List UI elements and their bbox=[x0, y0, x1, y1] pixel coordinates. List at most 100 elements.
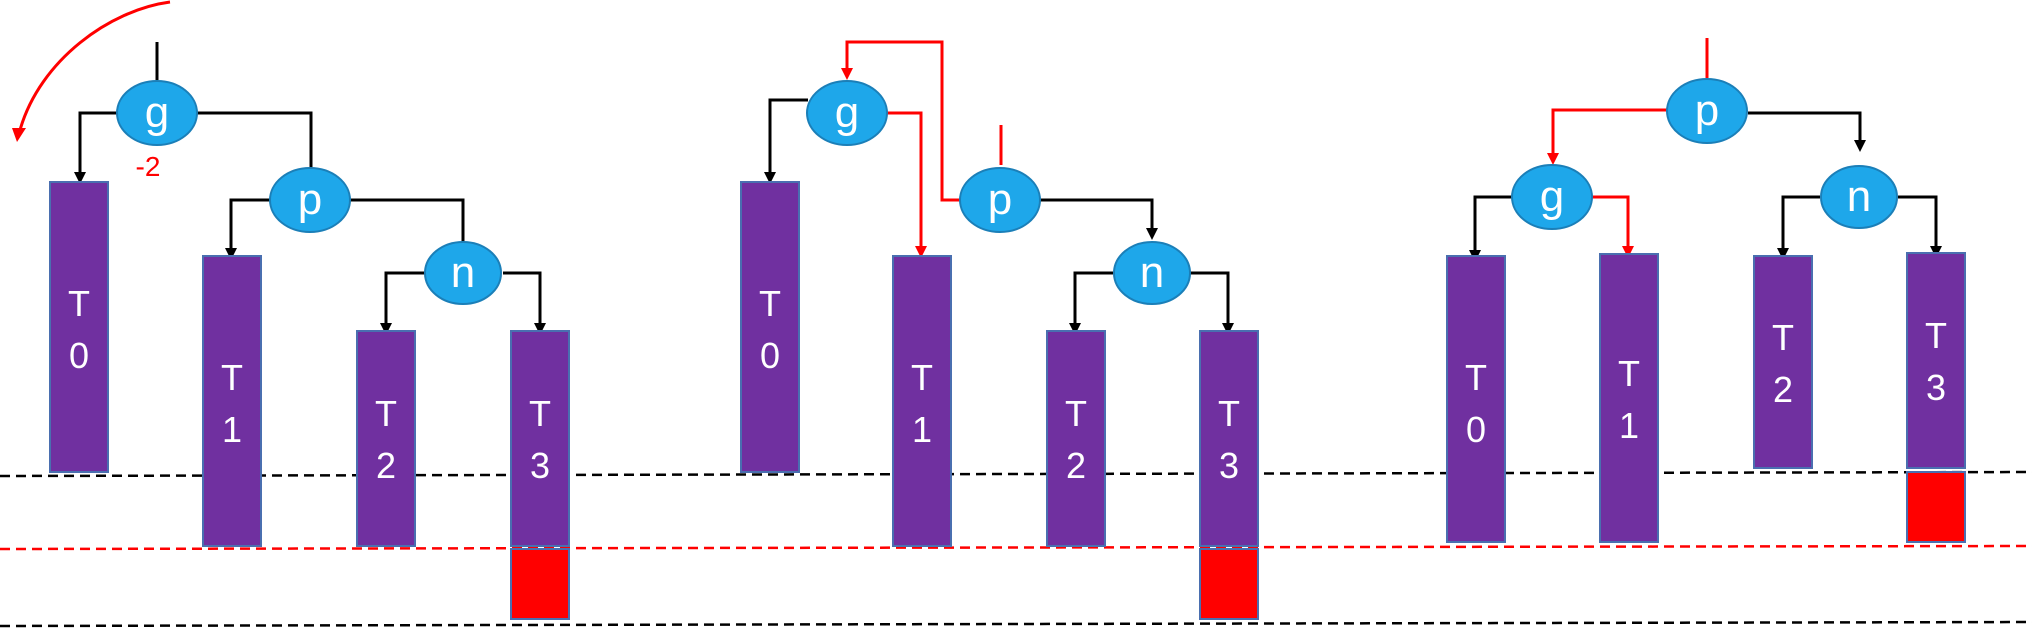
panel-3-arrowheads-red bbox=[1547, 153, 1634, 258]
svg-text:T: T bbox=[375, 393, 397, 434]
rotation-arrow bbox=[18, 0, 171, 131]
panel-2: T 0 T 1 T 2 T 3 g p n bbox=[740, 40, 1259, 620]
edge-p-t1 bbox=[229, 198, 270, 252]
edge-n-t3 bbox=[503, 271, 542, 327]
level-line-bottom bbox=[0, 620, 2032, 628]
svg-text:3: 3 bbox=[1219, 445, 1239, 486]
panel-1: T 0 T 1 T 2 T 3 g p n bbox=[12, 0, 570, 620]
arrowhead bbox=[1146, 228, 1158, 240]
svg-text:p: p bbox=[298, 175, 322, 224]
arrowhead bbox=[1069, 323, 1081, 335]
edge-n-t3 bbox=[1190, 271, 1230, 327]
balance-factor-label: -2 bbox=[136, 151, 161, 182]
subtree-t0: T 0 bbox=[49, 181, 109, 473]
node-p: p bbox=[269, 167, 351, 233]
panel-3: T 0 T 1 T 2 T 3 p g n bbox=[1446, 38, 1966, 543]
svg-text:3: 3 bbox=[530, 445, 550, 486]
subtree-t2: T 2 bbox=[356, 330, 416, 547]
node-n: n bbox=[1113, 241, 1191, 305]
arrowhead bbox=[380, 323, 392, 335]
svg-text:T: T bbox=[1618, 353, 1640, 394]
edge-p-g-changed bbox=[1551, 108, 1667, 156]
svg-text:T: T bbox=[1465, 357, 1487, 398]
svg-text:T: T bbox=[1925, 315, 1947, 356]
node-g: g bbox=[806, 80, 888, 146]
svg-text:2: 2 bbox=[1773, 369, 1793, 410]
arrowhead bbox=[1777, 248, 1789, 260]
edge-g-t0 bbox=[1473, 195, 1513, 254]
edge-n-t3 bbox=[1898, 195, 1938, 250]
edge-n-t2 bbox=[384, 271, 425, 327]
arrowhead bbox=[764, 172, 776, 184]
panel-2-arrowheads-red bbox=[841, 68, 927, 258]
panel-3-edges-red bbox=[1551, 38, 1709, 250]
svg-text:1: 1 bbox=[1619, 405, 1639, 446]
svg-text:g: g bbox=[145, 88, 169, 137]
arrowhead bbox=[841, 68, 853, 80]
subtree-t1: T 1 bbox=[1599, 253, 1659, 543]
arrowhead bbox=[1854, 140, 1866, 152]
edge-g-t1-changed bbox=[886, 111, 923, 250]
level-line-top bbox=[0, 470, 2032, 478]
svg-text:g: g bbox=[835, 88, 859, 137]
svg-text:0: 0 bbox=[760, 335, 780, 376]
subtree-t1: T 1 bbox=[892, 255, 952, 547]
rotation-arrow-head bbox=[12, 128, 26, 142]
subtree-t3: T 3 bbox=[510, 330, 570, 547]
svg-text:2: 2 bbox=[1066, 445, 1086, 486]
node-n: n bbox=[1820, 165, 1898, 229]
edge-n-t2 bbox=[1073, 271, 1113, 327]
edge-n-t2 bbox=[1781, 195, 1820, 252]
svg-text:n: n bbox=[1140, 248, 1164, 297]
svg-text:p: p bbox=[988, 175, 1012, 224]
subtree-t0: T 0 bbox=[740, 181, 800, 473]
panel-2-arrowheads-black bbox=[764, 172, 1234, 335]
svg-text:1: 1 bbox=[912, 409, 932, 450]
edge-p-n bbox=[1040, 198, 1154, 232]
subtree-t3: T 3 bbox=[1906, 252, 1966, 469]
svg-text:T: T bbox=[911, 357, 933, 398]
subtree-t2: T 2 bbox=[1753, 255, 1813, 469]
node-p: p bbox=[1666, 78, 1748, 144]
panel-3-edges-black bbox=[1473, 111, 1938, 254]
node-p: p bbox=[959, 167, 1041, 233]
svg-text:T: T bbox=[1772, 317, 1794, 358]
edge-g-t1-changed bbox=[1591, 195, 1630, 250]
svg-text:n: n bbox=[1847, 172, 1871, 221]
svg-text:n: n bbox=[451, 248, 475, 297]
edge-g-t0 bbox=[768, 98, 808, 176]
arrowhead bbox=[534, 323, 546, 335]
panel-2-edges-black bbox=[768, 98, 1230, 327]
svg-text:T: T bbox=[759, 283, 781, 324]
svg-text:1: 1 bbox=[222, 409, 242, 450]
arrowhead bbox=[1222, 323, 1234, 335]
edge-p-n bbox=[1748, 111, 1862, 144]
svg-text:3: 3 bbox=[1926, 367, 1946, 408]
edge-g-t0 bbox=[78, 111, 118, 176]
arrowhead bbox=[915, 246, 927, 258]
added-node-block bbox=[510, 548, 570, 620]
node-n: n bbox=[424, 241, 502, 305]
arrowhead bbox=[1622, 246, 1634, 258]
arrowhead bbox=[74, 172, 86, 184]
level-line-red bbox=[0, 544, 2032, 551]
svg-text:T: T bbox=[1065, 393, 1087, 434]
edge-p-n bbox=[350, 198, 465, 252]
arrowhead bbox=[1547, 153, 1559, 165]
svg-text:2: 2 bbox=[376, 445, 396, 486]
arrowhead bbox=[225, 248, 237, 260]
svg-text:T: T bbox=[529, 393, 551, 434]
subtree-t3: T 3 bbox=[1199, 330, 1259, 547]
svg-text:T: T bbox=[1218, 393, 1240, 434]
subtree-t2: T 2 bbox=[1046, 330, 1106, 547]
subtree-t1: T 1 bbox=[202, 255, 262, 547]
panel-2-edges-red bbox=[845, 40, 1003, 250]
edge-p-g-changed bbox=[845, 40, 961, 202]
subtree-t0: T 0 bbox=[1446, 255, 1506, 543]
panel-1-edges bbox=[78, 42, 542, 327]
edge-g-p bbox=[197, 111, 313, 176]
node-g: g bbox=[116, 80, 198, 146]
node-g: g bbox=[1511, 164, 1593, 230]
svg-text:T: T bbox=[221, 357, 243, 398]
